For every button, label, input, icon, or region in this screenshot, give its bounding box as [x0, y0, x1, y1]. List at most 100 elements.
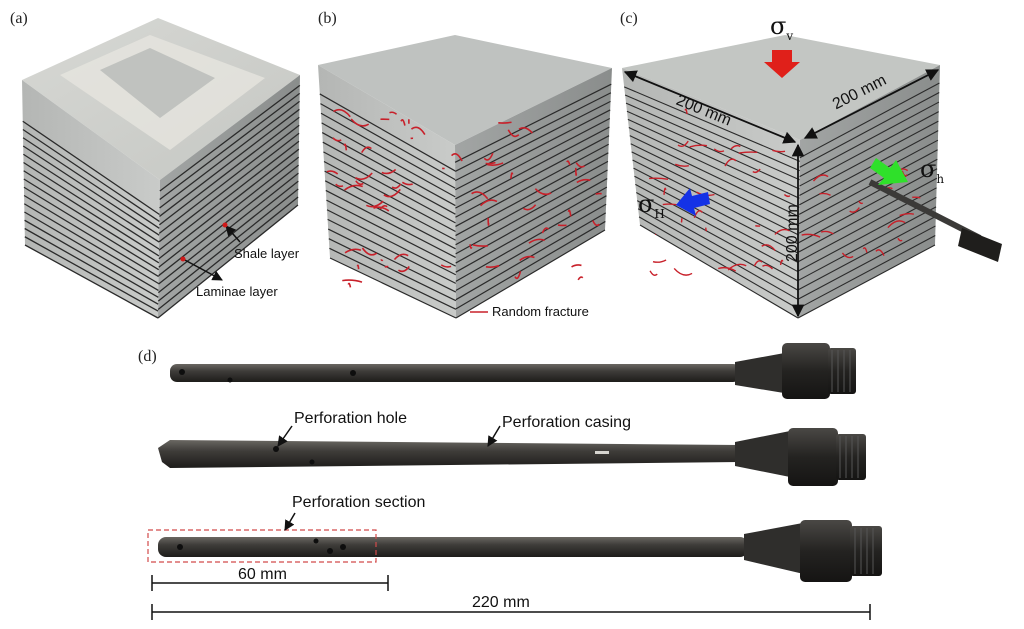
lamina-line: [23, 194, 159, 278]
lamina-line: [327, 228, 457, 293]
lamina-line: [798, 177, 938, 253]
fracture-line: [487, 162, 504, 166]
wellbore-fitting: [958, 228, 1002, 262]
lamina-line: [632, 159, 800, 245]
fracture-line: [674, 163, 689, 167]
panel-label-b: (b): [318, 10, 337, 27]
lamina-line: [455, 135, 610, 218]
lamina-line: [23, 203, 159, 285]
lamina-line: [798, 158, 938, 234]
lamina-line: [24, 236, 159, 312]
fracture-line: [440, 264, 452, 268]
fracture-line: [753, 260, 763, 267]
fracture-line: [576, 178, 591, 184]
fracture-line: [718, 266, 737, 272]
fracture-line: [397, 266, 410, 273]
fracture-line: [534, 188, 552, 196]
fracture-line: [761, 244, 776, 251]
laminae-layer-label: Laminae layer: [196, 284, 278, 299]
lamina-line: [157, 180, 299, 294]
lamina-line: [22, 153, 160, 243]
cube-c: [622, 35, 1002, 319]
fracture-line: [365, 200, 384, 208]
fracture-line: [819, 192, 831, 196]
lamina-line: [22, 145, 160, 236]
lamina-line: [325, 189, 456, 258]
casing-2: [158, 428, 866, 486]
lamina-line: [24, 211, 159, 291]
fracture-line: [410, 126, 426, 136]
lamina-line: [319, 93, 456, 172]
fracture-line: [487, 217, 490, 226]
lamina-line: [159, 92, 301, 201]
lamina-line: [635, 183, 799, 273]
lamina-line: [157, 196, 299, 311]
fracture-line: [724, 158, 737, 167]
fracture-line: [575, 162, 586, 168]
fracture-line: [389, 111, 398, 115]
lamina-line: [455, 186, 608, 273]
lamina-line: [159, 108, 300, 217]
fracture-line: [344, 184, 364, 191]
fracture-line: [887, 220, 906, 229]
lamina-line: [455, 169, 608, 255]
lamina-line: [23, 170, 160, 257]
lamina-line: [158, 116, 300, 226]
fracture-line: [342, 279, 363, 283]
fracture-line: [649, 177, 669, 180]
fracture-line: [356, 264, 360, 270]
fracture-line: [693, 210, 703, 219]
lamina-line: [455, 117, 611, 200]
fracture-line: [858, 200, 864, 205]
lamina-line: [798, 187, 937, 262]
lamina-line: [454, 83, 612, 163]
fracture-line: [713, 148, 725, 153]
lamina-line: [798, 139, 939, 215]
fracture-line: [383, 188, 401, 198]
perforation-section-box: [147, 529, 377, 563]
lamina-line: [158, 140, 300, 251]
fracture-line: [391, 183, 402, 189]
fracture-line: [361, 146, 372, 154]
perforation-hole-label: Perforation hole: [294, 410, 407, 427]
lamina-line: [630, 143, 800, 227]
fracture-line: [355, 180, 364, 186]
lamina-line: [159, 100, 300, 209]
lamina-line: [454, 109, 611, 191]
sigma-v-label: σv: [770, 12, 794, 43]
sigma-H-label: σH: [638, 190, 665, 221]
fracture-line: [379, 205, 388, 210]
fracture-line: [400, 119, 406, 126]
fracture-line: [783, 193, 791, 198]
fracture-line: [849, 207, 860, 213]
fracture-line: [812, 174, 829, 182]
lamina-line: [797, 234, 936, 310]
lamina-line: [24, 244, 159, 319]
lamina-line: [797, 225, 936, 300]
lamina-line: [798, 149, 938, 225]
lamina-line: [637, 208, 799, 301]
lamina-line: [638, 216, 799, 310]
sigma-h-arrow: [870, 158, 908, 185]
lamina-line: [23, 186, 160, 271]
fracture-line: [820, 230, 834, 235]
fracture-line: [875, 249, 885, 256]
lamina-line: [326, 199, 456, 267]
perforation-section-label: Perforation section: [292, 494, 426, 511]
fracture-line: [485, 264, 500, 268]
lamina-line: [455, 126, 610, 209]
lamina-line: [157, 188, 299, 302]
fracture-line: [592, 220, 600, 227]
fracture-line: [332, 137, 342, 142]
fracture-line: [485, 161, 496, 165]
shale-layer-label: Shale layer: [234, 246, 300, 261]
fracture-line: [518, 127, 533, 134]
lamina-line: [321, 122, 456, 198]
sigma-h-label: σh: [920, 155, 945, 186]
wellbore-tube: [868, 179, 982, 241]
fracture-line: [652, 259, 667, 263]
lamina-line: [320, 103, 456, 181]
lamina-line: [798, 215, 937, 291]
lamina-line: [327, 218, 457, 284]
